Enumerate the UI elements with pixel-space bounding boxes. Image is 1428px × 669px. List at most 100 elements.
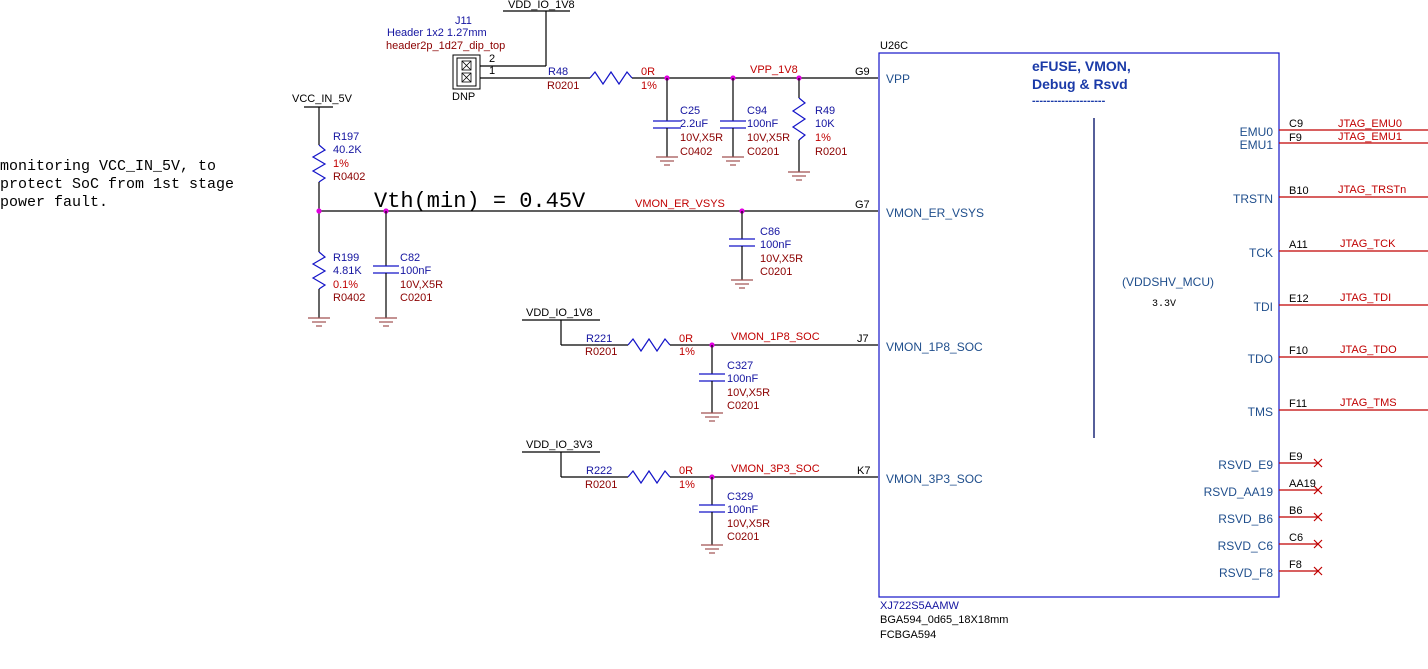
c86-rating: 10V,X5R [760, 253, 803, 265]
monitor-note: monitoring VCC_IN_5V, to protect SoC fro… [0, 158, 234, 211]
c329-pkg: C0201 [727, 531, 759, 543]
r199-resistor-icon [311, 251, 327, 290]
vdd-io-1v8-top-label: VDD_IO_1V8 [508, 0, 575, 11]
c25-rating: 10V,X5R [680, 132, 723, 144]
ground-icon [375, 317, 397, 327]
pin-rsvd-aa19: RSVD_AA19 [1204, 485, 1274, 499]
net-jtag-tdo: JTAG_TDO [1340, 344, 1397, 356]
no-connect-icon [1313, 485, 1323, 495]
ball-e9: E9 [1289, 451, 1302, 463]
r197-pkg: R0402 [333, 171, 365, 183]
r222-value: 0R [679, 465, 693, 477]
pin-rsvd-f8: RSVD_F8 [1219, 566, 1273, 580]
r48-tol: 1% [641, 80, 657, 92]
r48-value: 0R [641, 66, 655, 78]
ball-b6: B6 [1289, 505, 1302, 517]
ball-j7: J7 [857, 333, 869, 345]
r221-tol: 1% [679, 346, 695, 358]
pin-tdo: TDO [1248, 352, 1273, 366]
c82-rating: 10V,X5R [400, 279, 443, 291]
net-jtag-emu1: JTAG_EMU1 [1338, 131, 1402, 143]
pin-tms: TMS [1248, 405, 1273, 419]
c329-rating: 10V,X5R [727, 518, 770, 530]
note-line-1: monitoring VCC_IN_5V, to [0, 158, 216, 175]
u26c-ic: U26C eFUSE, VMON, Debug & Rsvd ---------… [878, 40, 1428, 641]
pin-rsvd-c6: RSVD_C6 [1218, 539, 1274, 553]
r197-ref: R197 [333, 131, 359, 143]
ball-g7: G7 [855, 199, 870, 211]
u26c-package: BGA594_0d65_18X18mm [880, 614, 1008, 626]
r49-pkg: R0201 [815, 146, 847, 158]
note-line-3: power fault. [0, 194, 108, 211]
c327-pkg: C0201 [727, 400, 759, 412]
j11-pin-1-icon [461, 72, 472, 83]
r199-ref: R199 [333, 252, 359, 264]
pin-trstn: TRSTN [1233, 192, 1273, 206]
ball-a11: A11 [1289, 239, 1308, 251]
ball-f9: F9 [1289, 132, 1302, 144]
c86-pkg: C0201 [760, 266, 792, 278]
r48-pkg: R0201 [547, 80, 579, 92]
u26c-title-rule: -------------------- [1032, 95, 1106, 107]
ground-icon [788, 171, 810, 181]
ground-icon [731, 279, 753, 289]
c82-value: 100nF [400, 265, 431, 277]
u26c-title-line2: Debug & Rsvd [1032, 76, 1128, 92]
ball-g9: G9 [855, 66, 870, 78]
ground-icon [722, 156, 744, 166]
j11-dnp: DNP [452, 91, 475, 103]
net-vmon-1p8-soc: VMON_1P8_SOC [731, 331, 820, 343]
c329-ref: C329 [727, 491, 753, 503]
r221-ref: R221 [586, 333, 612, 345]
c329-value: 100nF [727, 504, 758, 516]
j11-desc: Header 1x2 1.27mm [387, 27, 487, 39]
r48-ref: R48 [548, 66, 568, 78]
vth-annotation: Vth(min) = 0.45V [374, 189, 586, 214]
u26c-part-number: XJ722S5AAMW [880, 600, 959, 612]
ball-f10: F10 [1289, 345, 1308, 357]
ball-c6: C6 [1289, 532, 1303, 544]
r49-ref: R49 [815, 105, 835, 117]
pin-rsvd-e9: RSVD_E9 [1218, 458, 1273, 472]
c94-pkg: C0201 [747, 146, 779, 158]
j11-pin-2-icon [461, 60, 472, 71]
j11-body [452, 54, 481, 90]
vmon-er-vsys-section: VCC_IN_5V R197 40.2K 1% R0402 Vth(min) =… [292, 93, 878, 327]
c82-ref: C82 [400, 252, 420, 264]
r49-resistor-icon [791, 97, 807, 141]
pin-emu0: EMU0 [1240, 125, 1274, 139]
ground-icon [308, 317, 330, 327]
ball-f8: F8 [1289, 559, 1302, 571]
c82-pkg: C0201 [400, 292, 432, 304]
vpp-section: VDD_IO_1V8 J11 Header 1x2 1.27mm header2… [386, 0, 878, 181]
net-jtag-trstn: JTAG_TRSTn [1338, 184, 1406, 196]
r222-resistor-icon [627, 469, 671, 485]
u26c-voltage: 3.3V [1152, 299, 1176, 310]
ball-aa19: AA19 [1289, 478, 1316, 490]
c86-ref: C86 [760, 226, 780, 238]
ground-icon [701, 544, 723, 554]
net-jtag-tms: JTAG_TMS [1340, 397, 1397, 409]
pin-vmon-3p3-soc: VMON_3P3_SOC [886, 472, 983, 486]
c327-ref: C327 [727, 360, 753, 372]
pin-vmon-1p8-soc: VMON_1P8_SOC [886, 340, 983, 354]
r48-resistor-icon [589, 70, 633, 86]
j11-pin2-num: 2 [489, 53, 495, 65]
r197-value: 40.2K [333, 144, 362, 156]
pin-rsvd-b6: RSVD_B6 [1218, 512, 1273, 526]
r221-value: 0R [679, 333, 693, 345]
c25-pkg: C0402 [680, 146, 712, 158]
r49-tol: 1% [815, 132, 831, 144]
net-jtag-emu0: JTAG_EMU0 [1338, 118, 1402, 130]
c25-value: 2.2uF [680, 118, 708, 130]
pin-tck: TCK [1249, 246, 1273, 260]
j11-footprint: header2p_1d27_dip_top [386, 40, 505, 52]
pin-emu1: EMU1 [1240, 138, 1274, 152]
no-connect-icon [1313, 512, 1323, 522]
net-vmon-3p3-soc: VMON_3P3_SOC [731, 463, 820, 475]
no-connect-icon [1313, 539, 1323, 549]
j11-pin1-num: 1 [489, 65, 495, 77]
net-vmon-er-vsys: VMON_ER_VSYS [635, 198, 725, 210]
u26c-title-line1: eFUSE, VMON, [1032, 58, 1131, 74]
